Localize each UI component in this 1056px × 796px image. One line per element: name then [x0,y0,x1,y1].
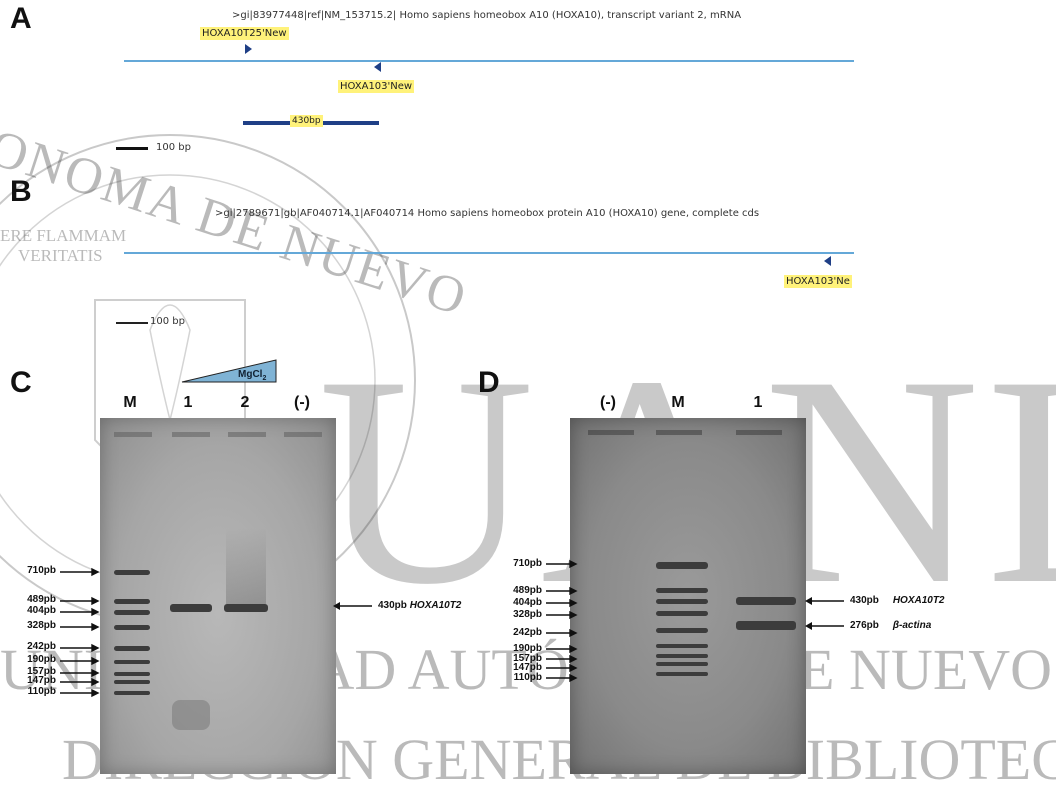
ladder-band [656,562,708,569]
watermark-motto-2: VERITATIS [18,246,103,265]
panel-c-primer-dimer [172,700,210,730]
panel-b-scale-bar [116,322,148,324]
panel-d-ladder-arrows [546,559,578,683]
ladder-band [114,680,150,684]
panel-d-product-name: HOXA10T2 [892,595,945,606]
ladder-label: 110pb [27,686,56,697]
watermark-motto-1: ERE FLAMMAM [0,226,127,245]
ladder-band [114,660,150,664]
panel-d-letter: D [478,366,500,399]
forward-primer-arrow-icon [245,44,252,54]
ladder-label: 710pb [513,558,542,569]
ladder-band [114,691,150,695]
panel-c-lane1-product-band [170,604,212,612]
panel-c-gel [100,418,336,774]
ladder-label: 710pb [27,565,56,576]
panel-a-scale-bar [116,147,148,150]
gel-well [656,430,702,435]
ladder-label: 489pb [513,585,542,596]
panel-c-lane-neg: (-) [294,394,310,411]
panel-d-control-name: β-actina [892,620,932,631]
panel-d-lane-m: M [671,394,685,411]
panel-c-product-arrow-icon [333,602,372,610]
ladder-label: 157pb [27,666,56,677]
mgcl2-label-text: MgCl [238,369,263,380]
ladder-label: 489pb [27,594,56,605]
ladder-label: 147pb [513,662,542,673]
gel-well [228,432,266,437]
panel-c-letter: C [10,366,32,399]
panel-b-reverse-primer: HOXA103'Ne [784,275,852,288]
panel-d-lane1-hoxa10-band [736,597,796,605]
panel-a-reverse-primer: HOXA103'New [338,80,415,93]
ladder-band [114,570,150,575]
panel-d-lane-1: 1 [753,394,763,411]
ladder-band [656,662,708,666]
ladder-band [656,672,708,676]
panel-d-actin-arrow-icon [805,622,844,630]
panel-c-lane-1: 1 [183,394,193,411]
ladder-band [656,654,708,658]
panel-d-actin-label: 276pb β-actina [850,620,931,631]
gel-well [736,430,782,435]
gel-well [588,430,634,435]
ladder-band [114,672,150,676]
panel-a-forward-primer: HOXA10T25'New [200,27,289,40]
panel-a-sequence-line [124,60,854,62]
panel-c-product-size: 430pb [378,600,407,611]
ladder-band [656,628,708,633]
ladder-label: 404pb [513,597,542,608]
mgcl2-gradient-label: MgCl2 [238,369,266,382]
panel-c-lane2-smear [226,528,266,604]
panel-d-gel [570,418,806,774]
ladder-label: 157pb [513,653,542,664]
panel-d-lane-neg: (-) [600,394,616,411]
ladder-label: 242pb [513,627,542,638]
gel-well [284,432,322,437]
ladder-label: 404pb [27,605,56,616]
ladder-label: 328pb [513,609,542,620]
panel-a-scale-label: 100 bp [156,142,191,153]
ladder-label: 190pb [27,654,56,665]
panel-c-ladder-arrows [60,567,100,698]
ladder-band [656,599,708,604]
ladder-label: 328pb [27,620,56,631]
ladder-label: 190pb [513,643,542,654]
panel-b-title: >gi|2789671|gb|AF040714.1|AF040714 Homo … [215,208,760,219]
panel-d-hoxa10-arrow-icon [805,597,844,605]
panel-a-letter: A [10,2,32,35]
ladder-band [656,644,708,648]
panel-b-sequence-line [124,252,854,254]
ladder-band [114,625,150,630]
panel-a-product-label: 430bp [290,115,323,127]
panel-b-scale-label: 100 bp [150,316,185,327]
gel-well [172,432,210,437]
panel-b-letter: B [10,175,32,208]
ladder-label: 242pb [27,641,56,652]
panel-c-product-name: HOXA10T2 [409,600,462,611]
panel-c-lane2-product-band [224,604,268,612]
mgcl2-label-subscript: 2 [262,375,267,382]
ladder-band [656,611,708,616]
panel-c-lane-m: M [123,394,137,411]
panel-d-hoxa10-label: 430pb HOXA10T2 [850,595,945,606]
reverse-primer-arrow-icon [824,256,831,266]
ladder-band [114,599,150,604]
gel-well [114,432,152,437]
panel-a-title: >gi|83977448|ref|NM_153715.2| Homo sapie… [232,10,742,21]
panel-d-product-size: 430pb [850,595,879,606]
ladder-band [114,646,150,651]
panel-c-lane-2: 2 [240,394,250,411]
ladder-label: 147pb [27,675,56,686]
ladder-band [114,610,150,615]
panel-d-lane1-actin-band [736,621,796,630]
reverse-primer-arrow-icon [374,62,381,72]
panel-d-control-size: 276pb [850,620,879,631]
panel-c-product-label: 430pb HOXA10T2 [378,600,461,611]
mgcl2-gradient-triangle-icon [181,359,277,383]
ladder-band [656,588,708,593]
ladder-label: 110pb [513,672,542,683]
